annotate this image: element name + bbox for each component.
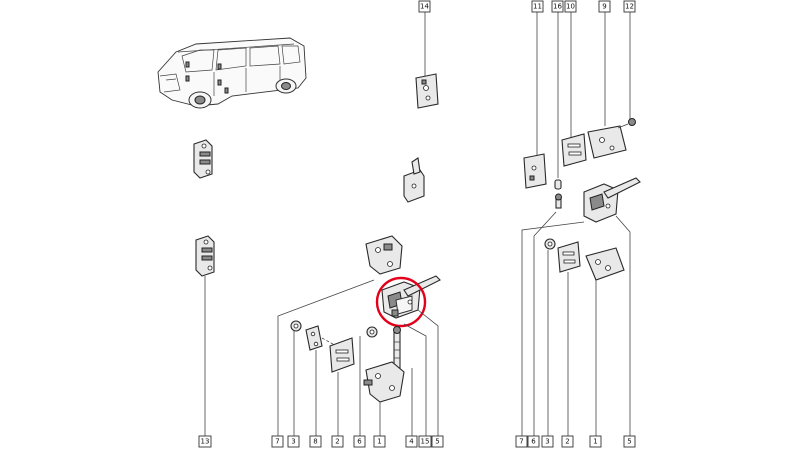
svg-text:2: 2: [565, 438, 569, 446]
callout-center-4: 4: [405, 435, 418, 448]
svg-text:7: 7: [275, 438, 279, 446]
nut-part-6: [366, 326, 378, 338]
shim-part-10: [561, 133, 587, 167]
callout-13: 13: [198, 435, 212, 448]
callout-14: 14: [418, 0, 431, 13]
left-hinge-lower: [195, 235, 215, 277]
door-check-assembly: [381, 275, 441, 319]
svg-text:13: 13: [201, 438, 210, 446]
svg-text:4: 4: [409, 438, 414, 446]
svg-text:1: 1: [377, 438, 381, 446]
callout-10: 10: [564, 0, 577, 13]
part-14-plate: [415, 73, 439, 109]
svg-text:7: 7: [519, 438, 523, 446]
svg-text:14: 14: [420, 3, 429, 11]
center-hinge-bracket: [403, 157, 425, 203]
callout-right-2: 2: [561, 435, 574, 448]
right-hinge-part-1: [585, 247, 625, 281]
callout-center-7: 7: [271, 435, 284, 448]
right-nut-part-3: [544, 238, 556, 250]
callout-16: 16: [551, 0, 564, 13]
svg-text:10: 10: [566, 3, 575, 11]
callout-right-3: 3: [541, 435, 554, 448]
hinge-part-1: [363, 361, 405, 403]
svg-text:6: 6: [531, 438, 536, 446]
callout-right-7: 7: [515, 435, 528, 448]
pin-part-16: [554, 179, 562, 190]
callout-11: 11: [531, 0, 544, 13]
plate-part-11: [523, 153, 547, 189]
svg-text:1: 1: [593, 438, 597, 446]
callout-right-1: 1: [589, 435, 602, 448]
bolt-part-4: [393, 326, 401, 369]
svg-text:3: 3: [545, 438, 549, 446]
svg-text:15: 15: [421, 438, 430, 446]
svg-text:12: 12: [625, 3, 634, 11]
highlight-circle: [375, 276, 427, 328]
svg-text:11: 11: [533, 3, 542, 11]
callout-center-3: 3: [287, 435, 300, 448]
right-shim-part-2: [557, 241, 581, 273]
svg-text:9: 9: [602, 3, 606, 11]
svg-text:16: 16: [553, 3, 562, 11]
left-hinge-upper: [193, 139, 213, 179]
callout-center-8: 8: [309, 435, 322, 448]
svg-text:8: 8: [313, 438, 317, 446]
callout-center-2: 2: [331, 435, 344, 448]
plate-part-8: [305, 325, 323, 351]
callout-right-6: 6: [527, 435, 540, 448]
callout-center-5: 5: [431, 435, 444, 448]
nut-part-3: [290, 320, 302, 332]
plate-part-9: [587, 125, 627, 159]
center-upper-hinge: [365, 235, 403, 275]
svg-text:2: 2: [335, 438, 339, 446]
svg-text:5: 5: [627, 438, 631, 446]
svg-text:6: 6: [357, 438, 362, 446]
callout-9: 9: [598, 0, 611, 13]
svg-text:3: 3: [291, 438, 295, 446]
right-small-bolt: [555, 193, 562, 209]
screw-part-12: [617, 118, 636, 129]
vehicle-illustration: [157, 37, 307, 109]
callout-center-15: 15: [418, 435, 432, 448]
callout-right-5: 5: [623, 435, 636, 448]
callout-center-6: 6: [353, 435, 366, 448]
right-door-check-assembly: [583, 177, 641, 223]
callout-12: 12: [623, 0, 636, 13]
svg-text:5: 5: [435, 438, 439, 446]
shim-part-2: [329, 337, 355, 373]
callout-center-1: 1: [373, 435, 386, 448]
